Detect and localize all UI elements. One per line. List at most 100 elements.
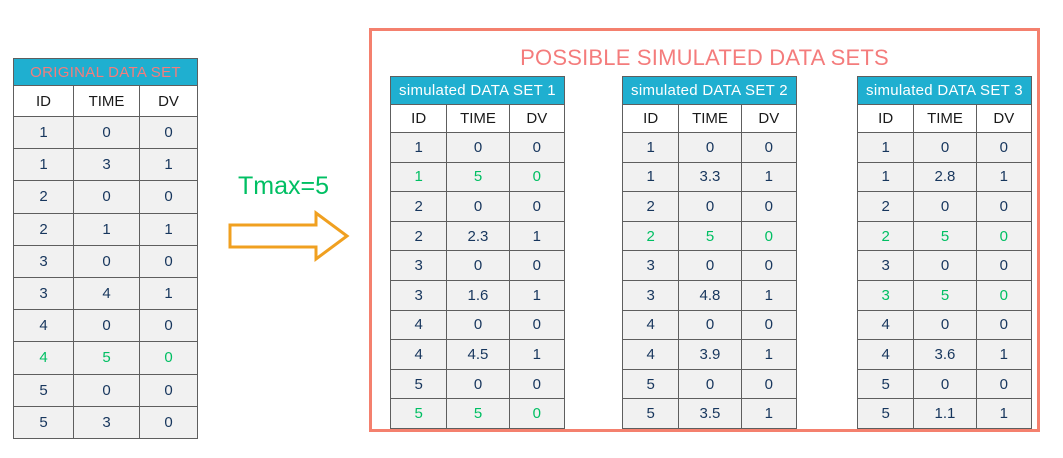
cell-dv: 1 [508, 339, 566, 370]
cell-id: 2 [621, 220, 680, 252]
sim-2-header-row: ID TIME DV [621, 104, 798, 133]
cell-dv: 1 [740, 161, 798, 193]
cell-id: 2 [13, 180, 74, 214]
column-header-dv: DV [139, 85, 198, 117]
cell-dv: 1 [975, 398, 1033, 429]
cell-id: 4 [13, 309, 74, 343]
cell-time: 0 [446, 309, 510, 341]
cell-dv: 0 [508, 368, 566, 400]
cell-time: 5 [913, 279, 977, 311]
column-header-time: TIME [678, 104, 742, 133]
cell-dv: 1 [139, 212, 198, 246]
cell-id: 2 [389, 191, 448, 222]
sim-2-title-row: simulated DATA SET 2 [622, 76, 797, 105]
cell-time: 0 [913, 250, 977, 281]
cell-dv: 0 [508, 398, 566, 429]
cell-id: 5 [856, 398, 915, 429]
cell-time: 2.8 [913, 161, 977, 193]
cell-id: 3 [389, 279, 448, 311]
cell-id: 4 [389, 309, 448, 341]
cell-id: 2 [856, 220, 915, 252]
cell-dv: 0 [975, 368, 1033, 400]
cell-id: 4 [13, 341, 74, 375]
cell-dv: 0 [139, 115, 198, 150]
cell-time: 3.6 [913, 339, 977, 370]
cell-time: 0 [678, 250, 742, 281]
column-header-id: ID [13, 85, 74, 117]
cell-id: 2 [389, 220, 448, 252]
cell-time: 0 [913, 309, 977, 341]
cell-dv: 0 [975, 309, 1033, 341]
cell-id: 1 [856, 132, 915, 163]
cell-time: 0 [73, 244, 140, 278]
sim-1-header-row: ID TIME DV [389, 104, 566, 133]
column-header-id: ID [856, 104, 915, 133]
cell-dv: 1 [139, 148, 198, 182]
cell-id: 2 [13, 212, 74, 246]
cell-dv: 1 [740, 398, 798, 429]
cell-dv: 0 [740, 309, 798, 341]
cell-id: 3 [13, 244, 74, 278]
cell-id: 3 [856, 250, 915, 281]
cell-time: 3 [73, 405, 140, 439]
cell-id: 1 [621, 161, 680, 193]
simulated-data-set-2-title: simulated DATA SET 2 [622, 76, 797, 105]
cell-dv: 0 [508, 132, 566, 163]
cell-time: 2.3 [446, 220, 510, 252]
right-block-arrow-icon [228, 210, 350, 262]
cell-id: 4 [389, 339, 448, 370]
cell-dv: 0 [975, 191, 1033, 222]
cell-time: 0 [678, 368, 742, 400]
cell-dv: 0 [740, 368, 798, 400]
cell-time: 0 [913, 132, 977, 163]
cell-time: 3 [73, 148, 140, 182]
cell-dv: 0 [508, 309, 566, 341]
cell-id: 1 [856, 161, 915, 193]
cell-id: 5 [389, 368, 448, 400]
cell-dv: 0 [975, 220, 1033, 252]
column-header-time: TIME [913, 104, 977, 133]
cell-time: 5 [446, 398, 510, 429]
cell-time: 0 [73, 309, 140, 343]
cell-id: 5 [621, 398, 680, 429]
column-header-time: TIME [446, 104, 510, 133]
original-table-title: ORIGINAL DATA SET [13, 58, 198, 86]
cell-dv: 0 [139, 244, 198, 278]
cell-id: 3 [856, 279, 915, 311]
cell-id: 5 [389, 398, 448, 429]
sim-3-title-row: simulated DATA SET 3 [857, 76, 1032, 105]
cell-dv: 0 [508, 191, 566, 222]
cell-dv: 0 [975, 279, 1033, 311]
simulated-data-set-3-title: simulated DATA SET 3 [857, 76, 1032, 105]
cell-dv: 0 [740, 132, 798, 163]
panel-title: POSSIBLE SIMULATED DATA SETS [520, 45, 889, 70]
cell-dv: 0 [139, 405, 198, 439]
